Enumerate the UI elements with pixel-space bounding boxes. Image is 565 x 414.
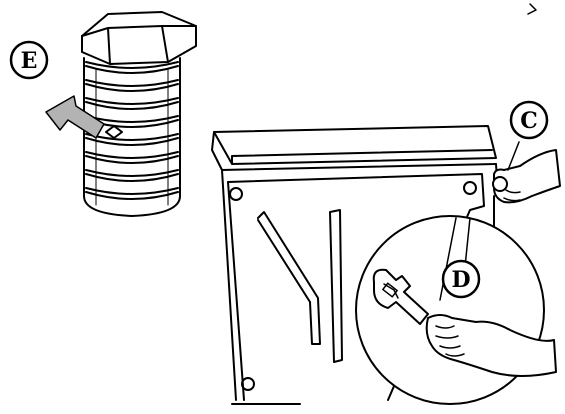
direction-arrow xyxy=(528,4,536,14)
label-d-marker: D xyxy=(443,261,479,297)
hand-icon xyxy=(493,150,560,202)
label-e: E xyxy=(21,48,38,74)
label-c-marker: C xyxy=(511,102,547,138)
label-c: C xyxy=(520,108,538,134)
adjustable-foot-icon xyxy=(82,12,196,216)
label-d: D xyxy=(451,267,470,293)
label-e-marker: E xyxy=(11,42,47,78)
